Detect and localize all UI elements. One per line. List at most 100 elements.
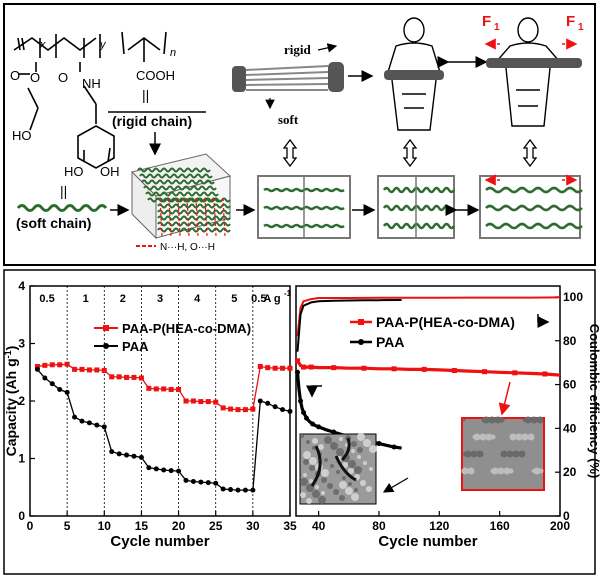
data-point-circle — [242, 487, 248, 493]
sem-grain — [303, 473, 307, 477]
sem-grain — [462, 452, 466, 456]
data-point-square — [421, 366, 427, 372]
subscript-n: n — [170, 47, 176, 59]
rate-label: 5 — [231, 293, 237, 305]
data-point-circle — [250, 487, 256, 493]
data-point-square — [138, 375, 144, 381]
data-point-circle — [304, 415, 310, 421]
y-right-tick-label: 60 — [563, 378, 577, 392]
data-point-circle — [168, 468, 174, 474]
sem-grain — [363, 461, 367, 465]
sem-grain — [309, 465, 315, 471]
data-point-circle — [316, 424, 322, 430]
chest-expander — [232, 62, 344, 92]
data-point-square — [153, 386, 159, 392]
sem-grain — [306, 498, 312, 504]
cube-chain-top — [145, 191, 219, 197]
cube-chain-top — [141, 179, 215, 185]
rate-label: 1 — [83, 293, 89, 305]
data-point-square — [242, 407, 248, 413]
atom-o-1: O — [10, 68, 20, 83]
data-point-square — [86, 367, 92, 373]
sem-grain — [318, 496, 326, 504]
x-tick-label: 35 — [283, 519, 297, 533]
y-tick-label: 3 — [18, 337, 25, 351]
sem-grain — [348, 460, 356, 468]
legend-marker — [103, 343, 109, 349]
scheme-panel: x y O O O NH HO HO OH || (soft chain) n … — [3, 3, 596, 266]
data-point-circle — [205, 480, 211, 486]
sem-grain — [369, 467, 373, 471]
sem-grain — [342, 462, 348, 468]
data-point-circle — [190, 479, 196, 484]
sem-grain — [300, 434, 304, 438]
y-right-tick-label: 100 — [563, 290, 583, 304]
data-point-circle — [116, 451, 122, 457]
sem-grain — [321, 477, 327, 483]
data-point-square — [280, 365, 286, 371]
force-sub-left: 1 — [494, 22, 500, 33]
subscript-x: x — [39, 39, 46, 51]
data-point-square — [190, 398, 196, 404]
sem-grain — [318, 444, 324, 450]
atom-oh: OH — [100, 164, 120, 179]
cube-chain-front — [157, 227, 231, 233]
data-point-circle — [131, 453, 137, 459]
cube-hbond — [177, 197, 181, 237]
data-point-circle — [376, 441, 382, 447]
data-point-square — [168, 387, 174, 392]
atom-ho: HO — [12, 128, 32, 143]
arrow-rigid — [317, 43, 338, 53]
sem-grain — [531, 469, 535, 473]
data-point-square — [161, 386, 167, 392]
sem-grain — [342, 476, 346, 480]
sem-grain — [303, 451, 311, 459]
sem-grain — [339, 437, 343, 441]
data-point-circle — [57, 387, 63, 392]
y-right-tick-label: 40 — [563, 421, 577, 435]
sem-grain — [354, 466, 362, 474]
sem-inset-paa — [299, 433, 377, 505]
cube-chain-top — [143, 185, 217, 191]
data-point-circle — [109, 449, 115, 455]
data-point-square — [183, 398, 189, 404]
data-point-circle — [310, 421, 316, 427]
sem-grain — [300, 478, 308, 486]
data-point-square — [512, 370, 518, 376]
data-point-circle — [49, 381, 55, 387]
sem-grain — [309, 479, 313, 483]
chain-boxes — [257, 175, 583, 239]
soft-chain-caption: (soft chain) — [16, 215, 91, 231]
data-point-circle — [301, 410, 307, 415]
rigid-chain-caption: (rigid chain) — [112, 113, 192, 129]
data-point-square — [49, 362, 55, 368]
data-point-square — [301, 364, 307, 370]
sem-grain — [324, 436, 332, 444]
sem-grain — [348, 468, 354, 474]
double-arrows — [282, 138, 538, 168]
sem-grain — [490, 468, 496, 474]
cube-chain-front — [157, 203, 231, 209]
rate-label: 4 — [194, 293, 201, 305]
data-point-circle — [79, 418, 85, 424]
expander-rigid-label: rigid — [284, 42, 311, 57]
data-point-square — [250, 406, 256, 412]
ce-line — [296, 299, 402, 352]
y-right-tick-label: 80 — [563, 334, 577, 348]
force-label-left: F — [482, 13, 491, 30]
hbond-legend-text: N···H, O···H — [160, 242, 215, 253]
sem-grain — [472, 434, 478, 440]
x-tick-label: 20 — [172, 519, 186, 533]
y-tick-label: 1 — [18, 452, 25, 466]
sem-grain — [306, 440, 310, 444]
atom-ho-2: HO — [64, 164, 84, 179]
data-point-square — [451, 368, 457, 374]
rate-label: 2 — [120, 293, 126, 305]
data-point-circle — [391, 444, 397, 450]
data-point-square — [272, 365, 278, 371]
network-cube — [131, 153, 232, 240]
sem-grain — [324, 458, 328, 462]
data-point-square — [213, 399, 219, 405]
cube-hbond — [222, 197, 226, 237]
